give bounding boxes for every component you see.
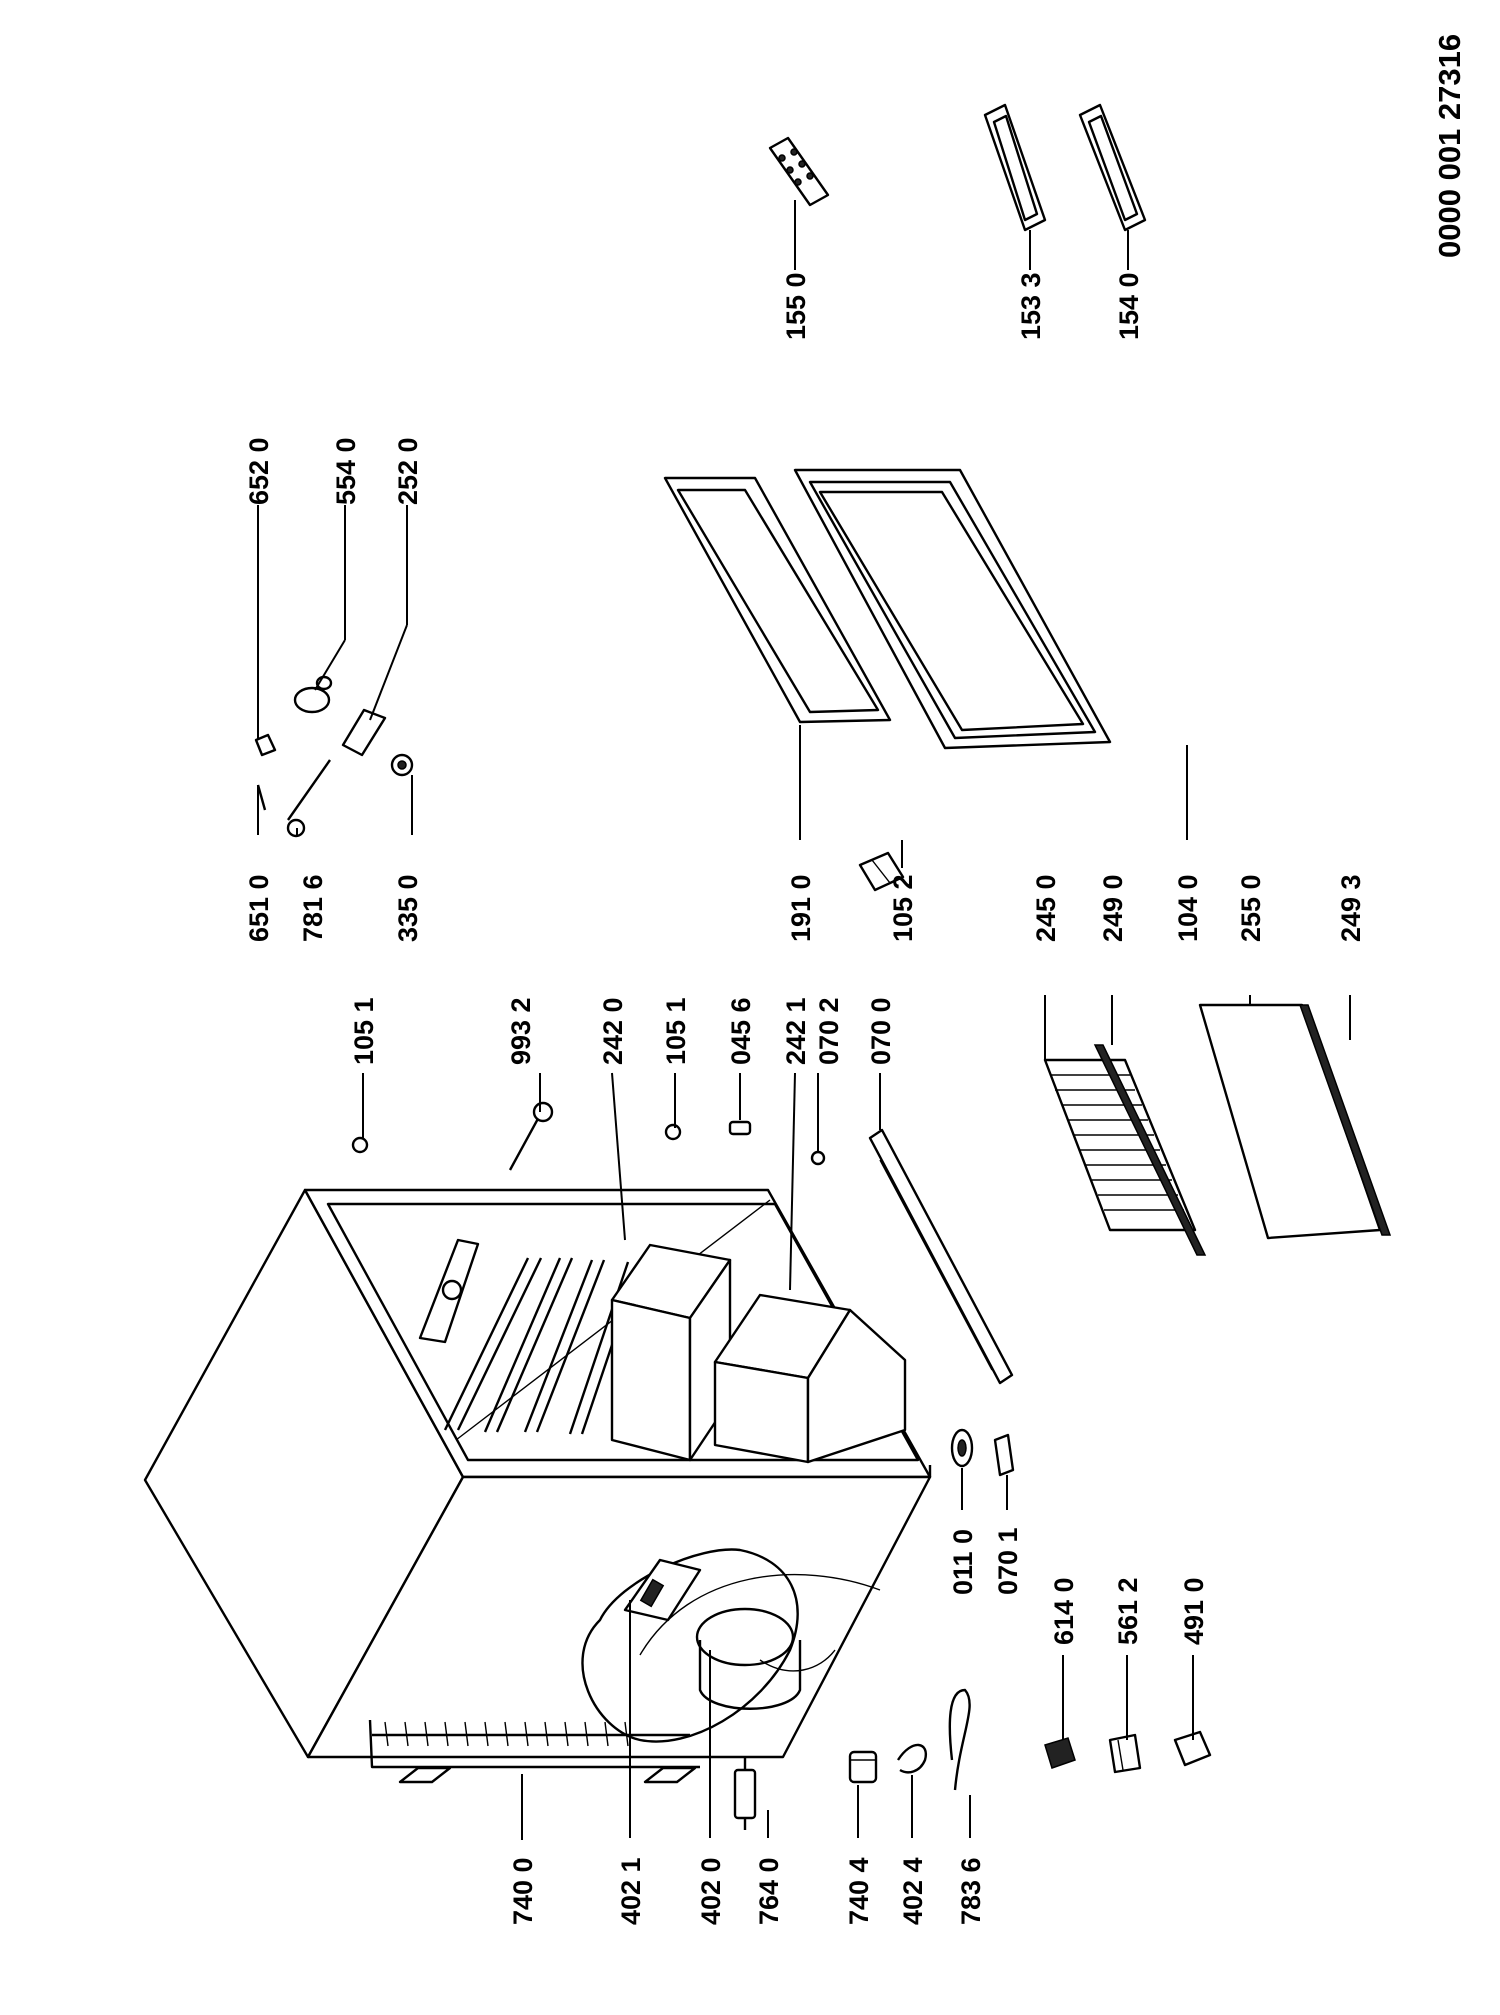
label-651-0: 651 0 <box>244 874 274 942</box>
label-255-0: 255 0 <box>1236 874 1266 942</box>
label-245-0: 245 0 <box>1031 874 1061 942</box>
label-740-4: 740 4 <box>844 1857 874 1925</box>
label-105-1-b: 105 1 <box>661 997 691 1065</box>
label-781-6: 781 6 <box>298 874 328 942</box>
label-249-3: 249 3 <box>1336 874 1366 942</box>
door-bins <box>768 103 1147 232</box>
label-561-2: 561 2 <box>1113 1577 1143 1645</box>
label-402-1: 402 1 <box>616 1857 646 1925</box>
label-252-0: 252 0 <box>393 437 423 505</box>
small-parts-left <box>733 1428 1212 1830</box>
label-105-1-a: 105 1 <box>349 997 379 1065</box>
label-764-0: 764 0 <box>754 1857 784 1925</box>
door-assembly <box>663 468 1392 1256</box>
label-249-0: 249 0 <box>1098 874 1128 942</box>
label-070-1: 070 1 <box>993 1527 1023 1595</box>
label-155-0: 155 0 <box>781 272 811 340</box>
label-554-0: 554 0 <box>331 437 361 505</box>
hardware-top <box>254 675 1014 1385</box>
label-045-6: 045 6 <box>726 997 756 1065</box>
document-number: 0000 001 27316 <box>1432 34 1467 258</box>
label-783-6: 783 6 <box>956 1857 986 1925</box>
label-154-0: 154 0 <box>1114 272 1144 340</box>
label-105-2: 105 2 <box>888 874 918 942</box>
label-402-0: 402 0 <box>696 1857 726 1925</box>
label-153-3: 153 3 <box>1016 272 1046 340</box>
cabinet <box>143 1188 932 1784</box>
part-number-labels: 740 0 402 1 402 0 764 0 740 4 402 4 783 … <box>244 272 1366 1925</box>
label-104-0: 104 0 <box>1173 874 1203 942</box>
label-191-0: 191 0 <box>786 874 816 942</box>
label-011-0: 011 0 <box>948 1529 978 1595</box>
label-242-1: 242 1 <box>781 997 811 1065</box>
label-614-0: 614 0 <box>1049 1577 1079 1645</box>
label-402-4: 402 4 <box>898 1857 928 1925</box>
label-070-0: 070 0 <box>866 997 896 1065</box>
label-652-0: 652 0 <box>244 437 274 505</box>
label-335-0: 335 0 <box>393 874 423 942</box>
leader-lines <box>257 200 1351 1840</box>
label-491-0: 491 0 <box>1179 1577 1209 1645</box>
label-070-2: 070 2 <box>814 997 844 1065</box>
label-993-2: 993 2 <box>506 997 536 1065</box>
label-740-0: 740 0 <box>508 1857 538 1925</box>
label-242-0: 242 0 <box>598 997 628 1065</box>
